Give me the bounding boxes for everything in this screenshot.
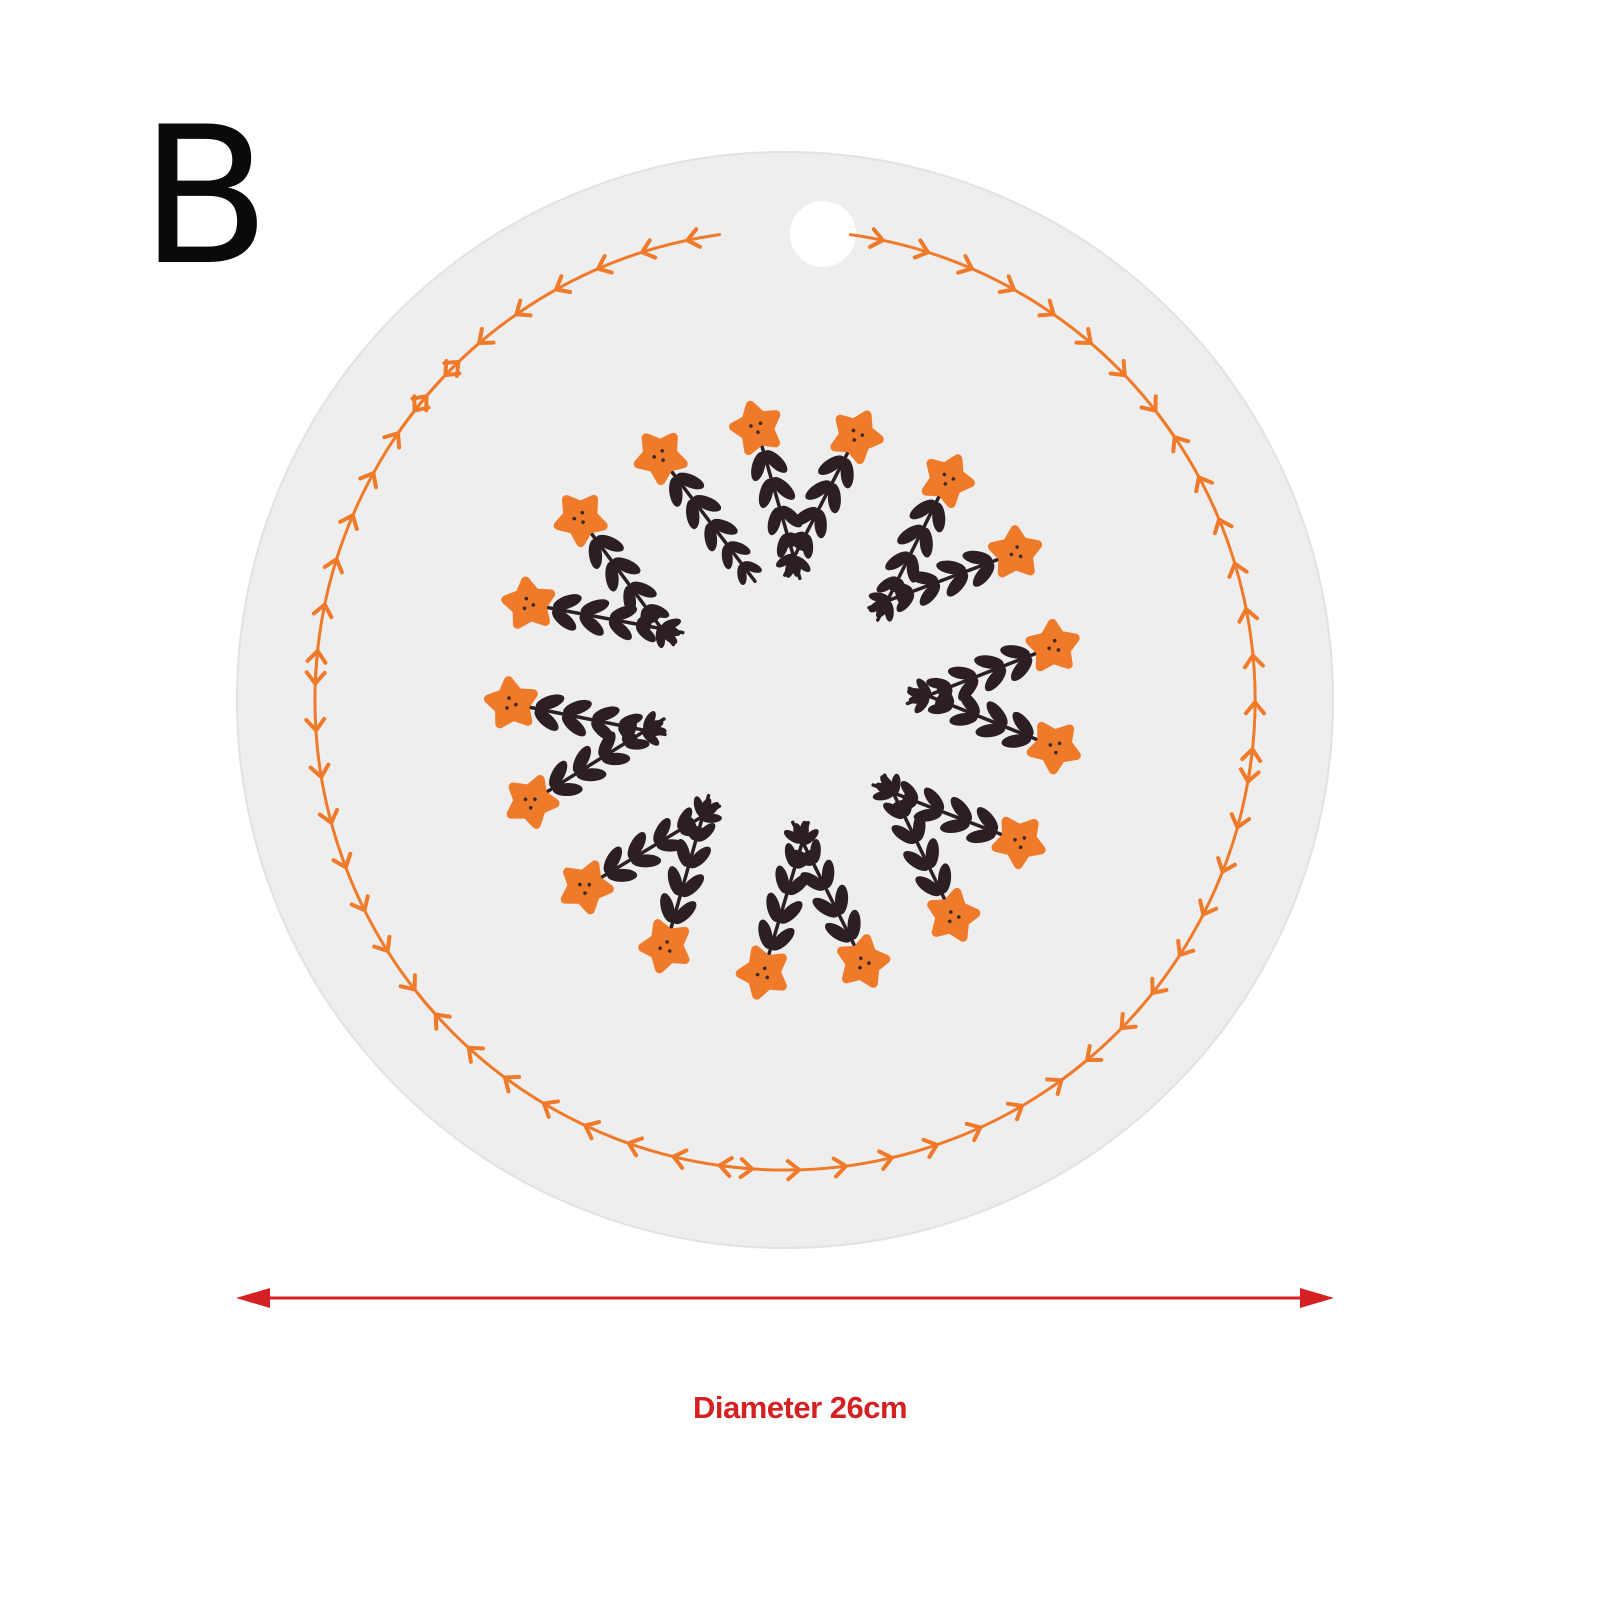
dimension-arrow — [236, 1288, 1334, 1308]
dimension-label: Diameter 26cm — [692, 1390, 908, 1425]
orange-vine — [848, 227, 1177, 439]
orange-vine — [413, 987, 754, 1178]
orange-vine — [1153, 409, 1266, 784]
orange-vine — [1059, 747, 1261, 1082]
placemat-disc — [236, 151, 1334, 1249]
orange-vine — [305, 338, 485, 686]
outer-orange-vines — [305, 227, 1266, 1179]
orange-vine — [718, 1058, 1089, 1179]
variant-label: B — [140, 86, 271, 307]
orange-vine — [306, 649, 438, 1016]
hanging-hole — [790, 201, 856, 267]
